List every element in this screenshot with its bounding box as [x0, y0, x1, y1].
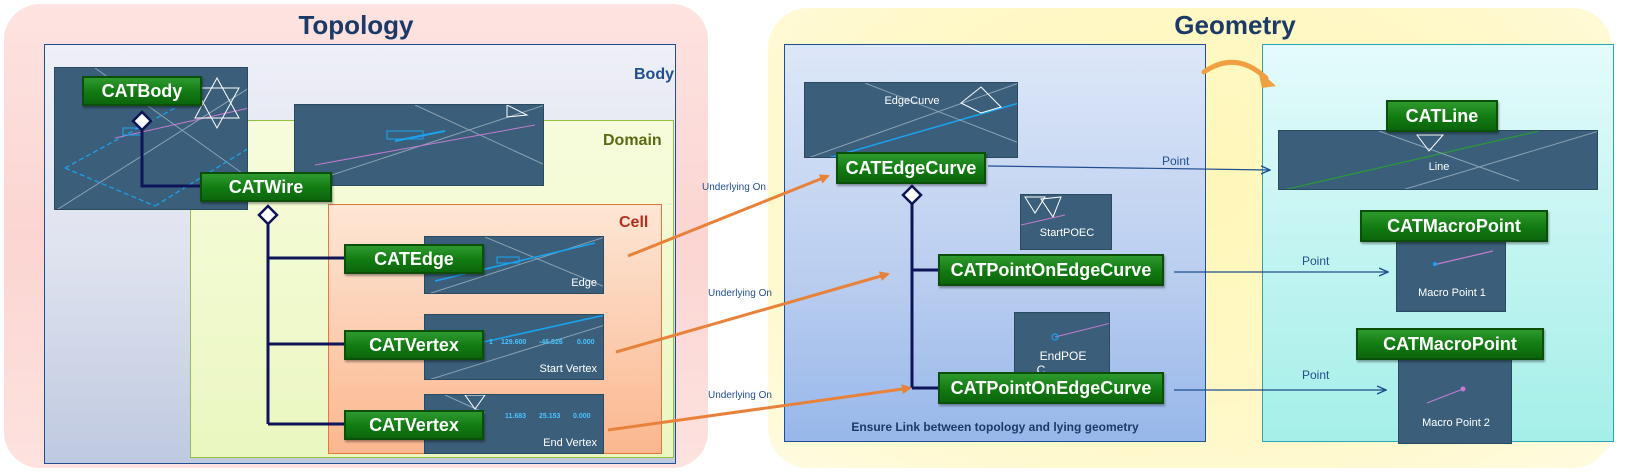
- start-poec-thumbnail-label: StartPOEC: [1039, 227, 1095, 239]
- class-catedge[interactable]: CATEdge: [344, 244, 484, 274]
- class-catbody[interactable]: CATBody: [82, 76, 202, 106]
- start-vertex-coord-3: -46.826: [539, 339, 563, 346]
- point-label-2: Point: [1302, 254, 1330, 268]
- class-catwire[interactable]: CATWire: [200, 172, 332, 202]
- class-catline[interactable]: CATLine: [1386, 100, 1498, 132]
- curved-orange-arrow-head: [1258, 70, 1276, 88]
- start-vertex-coord-1: 1: [489, 339, 493, 346]
- start-vertex-coord-2: 129.600: [501, 339, 527, 346]
- macro-point-1-thumbnail-sketch: [1432, 250, 1494, 266]
- start-poec-thumbnail: StartPOEC: [1020, 194, 1112, 250]
- class-catpointonedgecurve-start[interactable]: CATPointOnEdgeCurve: [938, 254, 1164, 286]
- domain-label: Domain: [603, 132, 662, 149]
- geometry-caption: Ensure Link between topology and lying g…: [851, 420, 1139, 434]
- underlying-on-label-2: Underlying On: [708, 288, 772, 299]
- macro-point-1-thumbnail-label: Macro Point 1: [1418, 287, 1486, 299]
- point-arrow-line: [987, 166, 1270, 170]
- edge-thumbnail-label: Edge: [571, 277, 597, 289]
- underlying-on-arrow-start-vertex: [615, 271, 890, 354]
- start-vertex-coord-4: 0.000: [577, 339, 595, 346]
- body-to-wire-link: [140, 130, 202, 188]
- underlying-on-arrow-end-vertex: [607, 384, 912, 432]
- point-label-1: Point: [1162, 154, 1190, 168]
- underlying-on-label-1: Underlying On: [702, 182, 766, 193]
- start-vertex-thumbnail-label: Start Vertex: [539, 363, 597, 375]
- edge-curve-thumbnail-label: EdgeCurve: [884, 95, 940, 107]
- end-poec-thumbnail: EndPOE C: [1014, 312, 1110, 374]
- body-aggregation-diamond: [131, 110, 153, 132]
- line-thumbnail-sketch: [1284, 131, 1597, 189]
- end-vertex-thumbnail-label: End Vertex: [543, 437, 597, 449]
- macro-point-2-thumbnail: Macro Point 2: [1398, 358, 1512, 444]
- body-thumbnail-sketch: [57, 68, 247, 209]
- end-poec-thumbnail-sketch: [1051, 322, 1109, 341]
- geometry-title: Geometry: [1174, 10, 1296, 40]
- underlying-on-label-3: Underlying On: [708, 390, 772, 401]
- line-thumbnail: Line: [1278, 130, 1598, 190]
- end-vertex-coord-2: 25.153: [539, 413, 561, 420]
- edge-curve-thumbnail-sketch: [809, 83, 1017, 157]
- class-catpointonedgecurve-end[interactable]: CATPointOnEdgeCurve: [938, 372, 1164, 404]
- wire-thumbnail: [294, 104, 544, 186]
- edge-curve-aggregation-diamond: [901, 184, 923, 206]
- class-catvertex-end[interactable]: CATVertex: [344, 410, 484, 440]
- class-catedgecurve[interactable]: CATEdgeCurve: [836, 152, 986, 184]
- line-thumbnail-label: Line: [1428, 161, 1450, 173]
- curved-orange-arrow: [1201, 59, 1269, 81]
- class-catmacropoint-2[interactable]: CATMacroPoint: [1356, 328, 1544, 360]
- wire-thumbnail-sketch: [299, 105, 543, 185]
- underlying-on-arrow-edge: [627, 174, 830, 258]
- cell-label: Cell: [619, 214, 649, 231]
- end-poec-thumbnail-label-2: C: [1036, 363, 1046, 374]
- body-label: Body: [634, 66, 674, 83]
- macro-point-2-thumbnail-sketch: [1426, 386, 1466, 404]
- macro-point-2-thumbnail-label: Macro Point 2: [1422, 417, 1490, 429]
- end-vertex-coord-1: 11.683: [505, 413, 527, 420]
- start-poec-thumbnail-sketch: [1021, 196, 1066, 226]
- edge-curve-thumbnail: EdgeCurve: [804, 82, 1018, 158]
- class-catmacropoint-1[interactable]: CATMacroPoint: [1360, 210, 1548, 242]
- end-poec-thumbnail-label-1: EndPOE: [1039, 349, 1087, 363]
- class-catvertex-start[interactable]: CATVertex: [344, 330, 484, 360]
- edge-thumbnail-sketch: [429, 237, 603, 293]
- wire-aggregation-diamond: [257, 204, 279, 226]
- topology-title: Topology: [298, 10, 414, 40]
- point-label-3: Point: [1302, 368, 1330, 382]
- end-vertex-coord-3: 0.000: [573, 413, 591, 420]
